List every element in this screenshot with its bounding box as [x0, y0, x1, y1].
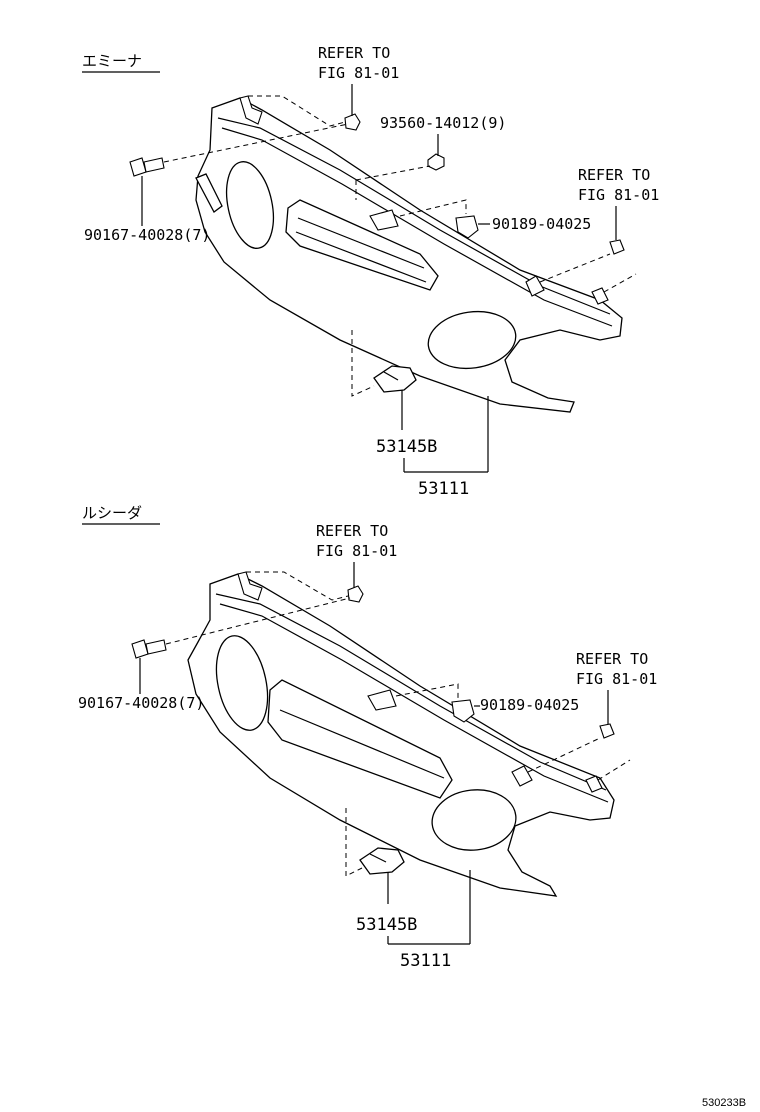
bracket-53145b — [373, 365, 417, 393]
bolt-part-label: 90167-40028(7) — [78, 694, 204, 712]
bracket-part-label: 53145B — [356, 915, 417, 935]
refer-right-line1: REFER TO — [578, 166, 650, 184]
refer-top-line2: FIG 81-01 — [316, 542, 397, 560]
bracket-part-label: 53145B — [376, 437, 437, 457]
bracket-53145b — [359, 847, 405, 875]
figure-id: 530233B — [702, 1097, 746, 1109]
nut-93560-14012 — [427, 153, 445, 171]
refer-right-line2: FIG 81-01 — [576, 670, 657, 688]
nut-part-label: 93560-14012(9) — [380, 114, 506, 132]
refer-right-line1: REFER TO — [576, 650, 648, 668]
bolt-part-label: 90167-40028(7) — [84, 226, 210, 244]
clip-right-refer — [599, 723, 615, 739]
clip-top — [347, 585, 364, 603]
bolt-90167-40028 — [129, 157, 165, 177]
section-title: ルシーダ — [82, 504, 142, 522]
section-lucida: ルシーダ REFER TO FIG 81-01 901 — [78, 504, 657, 971]
refer-top-line2: FIG 81-01 — [318, 64, 399, 82]
refer-right-line2: FIG 81-01 — [578, 186, 659, 204]
refer-top-line1: REFER TO — [318, 44, 390, 62]
clip-90189-04025 — [455, 215, 479, 239]
grille-part-label: 53111 — [418, 479, 469, 499]
clip-right-refer — [609, 239, 625, 255]
grille-part-label: 53111 — [400, 951, 451, 971]
grille-53111 — [195, 95, 623, 413]
refer-top-line1: REFER TO — [316, 522, 388, 540]
clip-90189-04025 — [451, 699, 475, 723]
grille-53111 — [187, 571, 615, 897]
clip-right-part-label: 90189-04025 — [492, 215, 591, 233]
clip-top — [344, 113, 361, 131]
section-title: エミーナ — [82, 52, 142, 70]
section-emina: エミーナ REFER TO FIG 81-01 — [82, 44, 659, 499]
bolt-90167-40028 — [131, 639, 167, 659]
clip-right-part-label: 90189-04025 — [480, 696, 579, 714]
